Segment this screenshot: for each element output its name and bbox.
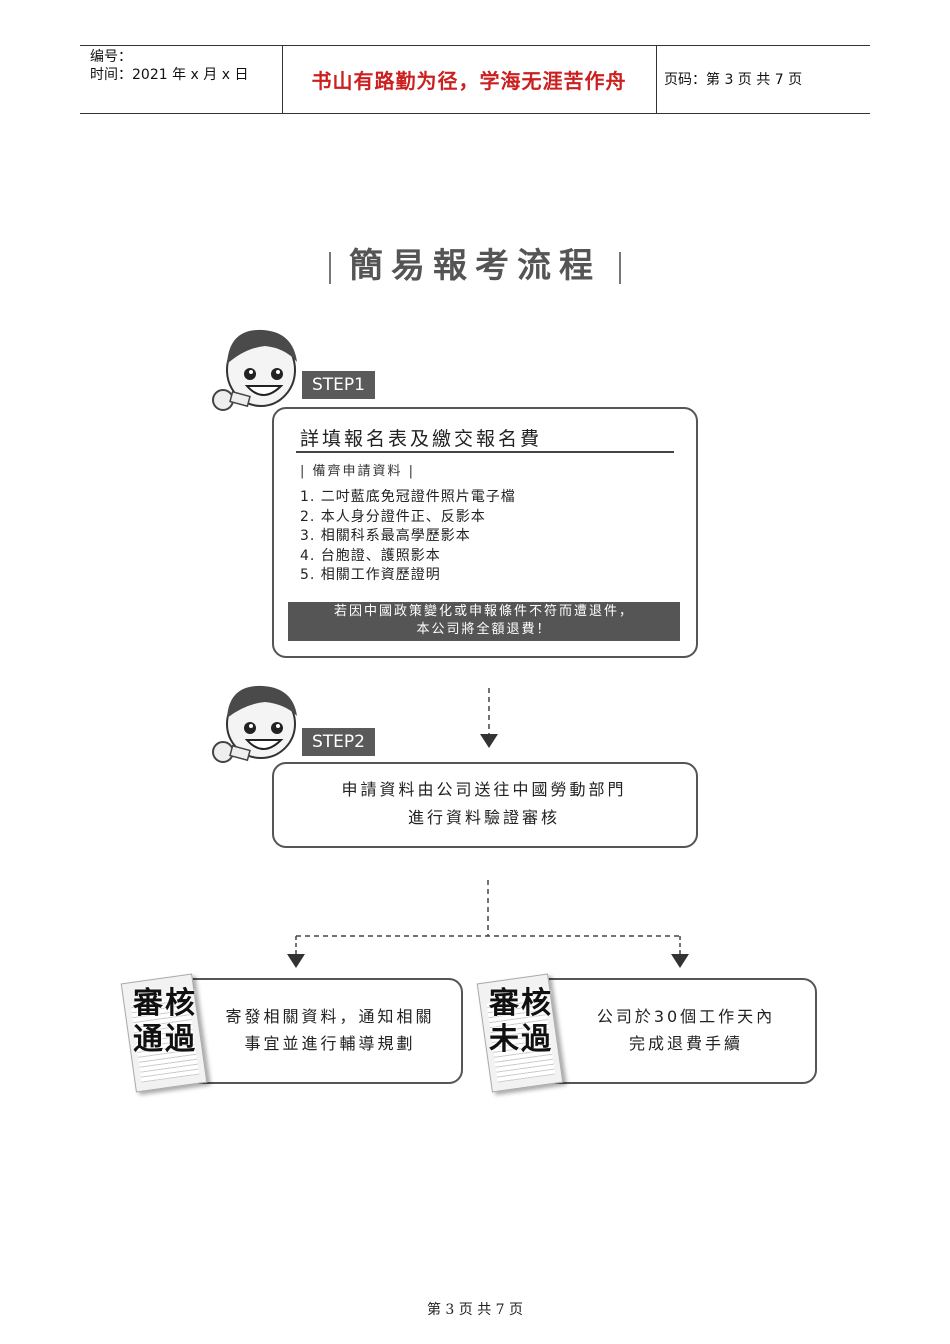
list-item: 4. 台胞證、護照影本 [300, 547, 441, 564]
title-left-bar [329, 251, 331, 284]
step1-subheading: | 備齊申請資料 | [300, 464, 416, 479]
step1-heading: 詳填報名表及繳交報名費 [300, 428, 543, 450]
stamp-pass-line1: 審核 [133, 986, 197, 1021]
mascot-icon [212, 329, 297, 411]
step2-tag: STEP2 [302, 728, 375, 756]
stamp-fail-line1: 審核 [489, 986, 553, 1021]
header-meta: 编号： 时间：2021 年 x 月 x 日 [90, 48, 248, 84]
page-footer: 第 3 页 共 7 页 [426, 1302, 524, 1318]
result-fail-line2: 完成退費手續 [628, 1034, 743, 1053]
refund-note-line2: 本公司將全額退費！ [416, 622, 552, 637]
mascot-icon [212, 685, 297, 763]
list-item: 2. 本人身分證件正、反影本 [300, 508, 486, 525]
step2-line2: 進行資料驗證審核 [407, 808, 560, 827]
page-title: 簡易報考流程 [0, 238, 950, 287]
result-fail-card [519, 978, 817, 1084]
stamp-pass: 審核 通過 [133, 986, 197, 1058]
list-item: 3. 相關科系最高學歷影本 [300, 528, 471, 544]
stamp-pass-line2: 通過 [133, 1022, 197, 1057]
header-page-code: 页码：第 3 页 共 7 页 [664, 72, 803, 88]
refund-note: 若因中國政策變化或申報條件不符而遭退件， 本公司將全額退費！ [288, 602, 680, 641]
step2-line1: 申請資料由公司送往中國勞動部門 [341, 780, 627, 799]
page-title-text: 簡易報考流程 [349, 246, 601, 286]
result-pass-card [165, 978, 463, 1084]
header-bottom-rule [80, 113, 870, 114]
result-pass-line2: 事宜並進行輔導規劃 [244, 1034, 416, 1053]
step1-heading-rule [296, 451, 674, 453]
header-top-rule [80, 45, 870, 46]
step2-card [272, 762, 698, 848]
result-fail-line1: 公司於30個工作天內 [596, 1007, 776, 1026]
title-right-bar [619, 251, 621, 284]
result-pass-description: 寄發相關資料，通知相關 事宜並進行輔導規劃 [210, 1003, 450, 1057]
step1-tag: STEP1 [302, 371, 375, 399]
header-divider [282, 45, 283, 113]
step1-subheading-text: 備齊申請資料 [312, 464, 403, 479]
result-fail-description: 公司於30個工作天內 完成退費手續 [566, 1003, 806, 1057]
result-pass-line1: 寄發相關資料，通知相關 [225, 1007, 435, 1026]
stamp-fail: 審核 未過 [489, 986, 553, 1058]
refund-note-line1: 若因中國政策變化或申報條件不符而遭退件， [333, 604, 634, 619]
header-motto: 书山有路勤为径，学海无涯苦作舟 [311, 68, 627, 93]
document-number-label: 编号： [90, 49, 132, 65]
header-divider [656, 45, 657, 113]
step2-description: 申請資料由公司送往中國勞動部門 進行資料驗證審核 [272, 776, 696, 832]
step1-requirements-list: 1. 二吋藍底免冠證件照片電子檔 2. 本人身分證件正、反影本 3. 相關科系最… [300, 488, 516, 586]
list-item: 1. 二吋藍底免冠證件照片電子檔 [300, 489, 516, 505]
list-item: 5. 相關工作資歷證明 [300, 567, 441, 583]
document-date: 时间：2021 年 x 月 x 日 [90, 67, 249, 83]
stamp-fail-line2: 未過 [489, 1022, 553, 1057]
branch-connector [287, 880, 689, 968]
arrow-down-icon [480, 688, 498, 748]
